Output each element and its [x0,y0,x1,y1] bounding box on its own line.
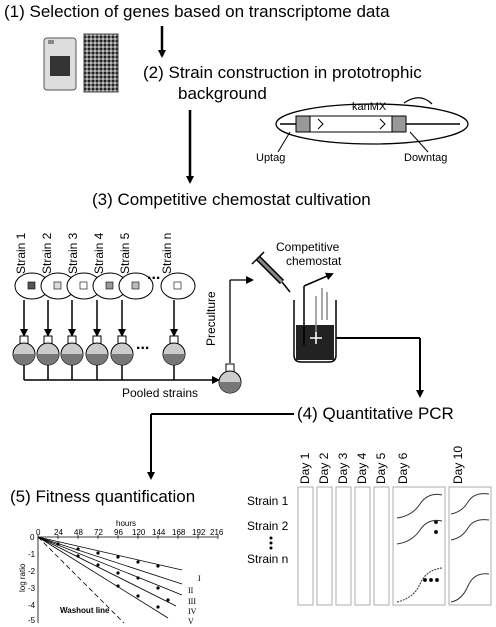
chemostat-label: Competitive [276,240,340,254]
preculture-flasks [12,335,186,366]
series-line-I [37,536,183,571]
series-label: V [188,617,194,626]
washout-label: Washout line [60,606,110,615]
step2-title-line2: background [178,84,267,103]
x-tick: 0 [36,528,41,537]
x-tick: 144 [152,528,166,537]
day-label: Day 5 [374,452,388,484]
day-label: Day 6 [396,452,410,484]
day-label: Day 10 [451,445,465,484]
step1-title: (1) Selection of genes based on transcri… [4,2,390,21]
qpcr-row-label: Strain 1 [247,494,289,508]
x-tick: 72 [94,528,103,537]
qpcr-row-label: Strain 2 [247,519,289,533]
step5-title: (5) Fitness quantification [10,487,196,506]
x-tick: 24 [54,528,63,537]
uptag-label: Uptag [256,152,286,164]
chemostat-vessel-icon [293,272,424,398]
y-tick: -2 [28,567,36,576]
x-axis-title: hours [116,519,137,528]
qpcr-amplification-curves [396,493,490,603]
strain-label: Strain 1 [14,232,28,274]
kanmx-label: kanMX [352,101,387,113]
series-label: IV [188,607,197,616]
plasmid-construct [275,97,469,153]
downtag-label: Downtag [404,152,448,164]
pooled-flask-icon [218,363,242,394]
preculture-cells [14,272,196,300]
day-label: Day 4 [355,452,369,484]
qpcr-panels [297,486,492,606]
day-label: Day 1 [298,452,312,484]
y-axis-title: log ratio [18,563,27,592]
strain-label: Strain 2 [40,232,54,274]
series-line-V [37,536,169,619]
pooling-lines [23,365,220,384]
y-tick: -3 [28,584,36,593]
x-tick: 96 [114,528,123,537]
chemostat-label-line2: chemostat [286,254,342,268]
microarray-chip-icon [43,37,77,91]
series-label: II [188,586,194,595]
step3-title: (3) Competitive chemostat cultivation [92,190,371,209]
preculture-arrows [20,300,178,337]
series-label: I [198,574,201,583]
step4-title: (4) Quantitative PCR [297,404,454,423]
arrow-step4-to-5 [147,413,294,480]
pooled-strains-label: Pooled strains [122,386,199,400]
strain-ellipsis: ... [147,266,161,283]
x-tick: 48 [74,528,83,537]
y-tick: -5 [28,616,36,625]
series-line-II [37,536,183,585]
preculture-label: Preculture [204,291,218,346]
day-label: Day 2 [317,452,331,484]
washout-line [37,536,125,624]
x-tick: 168 [172,528,186,537]
step2-title: (2) Strain construction in prototrophic [143,63,422,82]
fitness-plot [37,535,219,624]
flask-ellipsis: ... [136,336,150,353]
y-tick: -1 [28,550,36,559]
y-tick: 0 [30,533,35,542]
x-tick: 216 [210,528,224,537]
strain-label: Strain 3 [66,232,80,274]
series-line-III [37,536,183,596]
series-label: III [188,597,196,606]
series-line-IV [37,536,177,607]
qpcr-row-dots [269,536,273,550]
x-tick: 120 [132,528,146,537]
x-tick: 192 [192,528,206,537]
syringe-icon [251,251,291,293]
strain-label: Strain 4 [92,232,106,274]
strain-label: Strain 5 [118,232,132,274]
expression-heatmap-icon [83,33,119,93]
qpcr-row-label: Strain n [247,552,289,566]
strain-label: Strain n [160,232,174,274]
day-label: Day 3 [336,452,350,484]
y-tick: -4 [28,601,36,610]
